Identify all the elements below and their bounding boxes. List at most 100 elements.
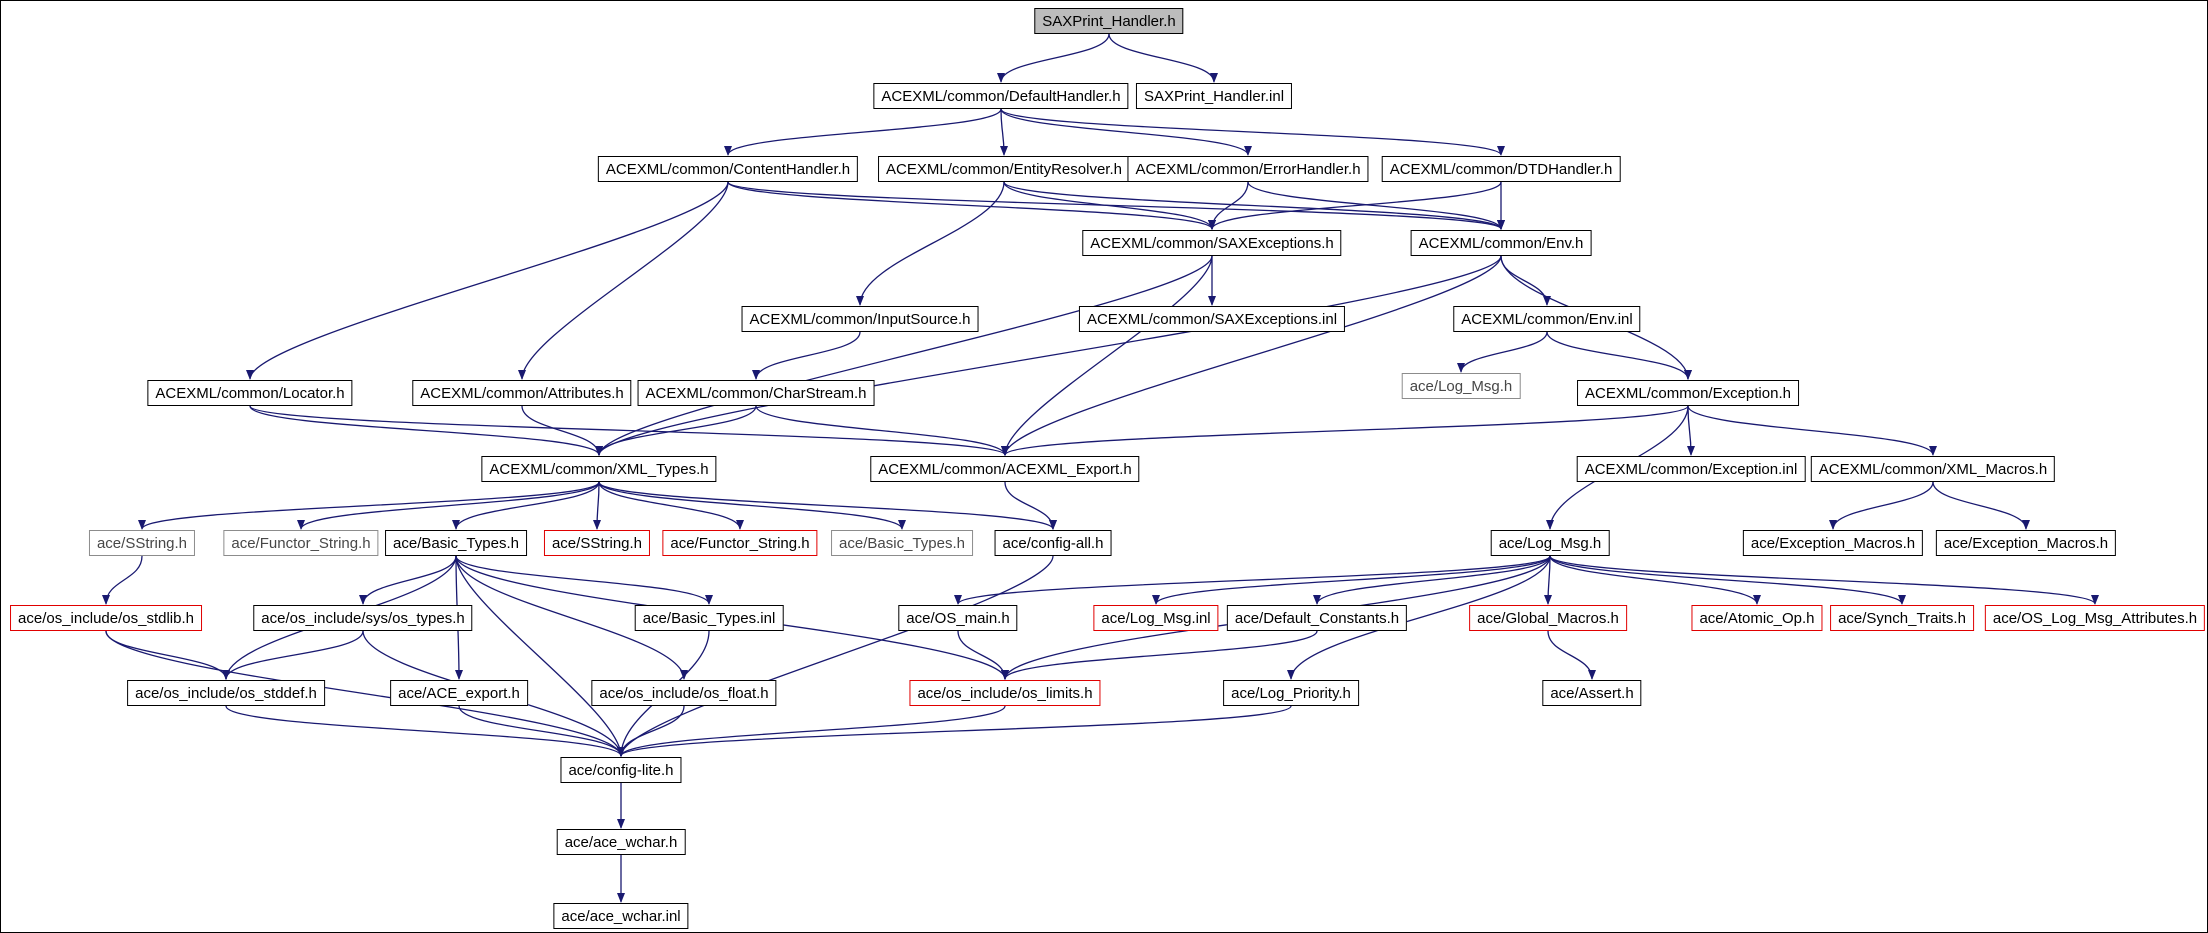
graph-edge (1001, 255, 1502, 456)
graph-edge (455, 555, 625, 757)
graph-edge (954, 555, 1551, 605)
graph-edge (997, 33, 1110, 83)
graph-edge (1829, 481, 1934, 530)
graph-node-ace-wchar-inl[interactable]: ace/ace_wchar.inl (553, 903, 689, 929)
graph-node-entity-resolver-h[interactable]: ACEXML/common/EntityResolver.h (878, 156, 1130, 182)
graph-edge (1500, 255, 1551, 306)
graph-node-error-handler-h[interactable]: ACEXML/common/ErrorHandler.h (1127, 156, 1369, 182)
graph-node-config-all-h[interactable]: ace/config-all.h (994, 530, 1112, 556)
graph-node-os-limits-h[interactable]: ace/os_include/os_limits.h (909, 680, 1101, 706)
graph-edge (957, 630, 1009, 680)
graph-node-exception-macros-h-1[interactable]: ace/Exception_Macros.h (1742, 530, 1924, 556)
graph-node-exception-inl[interactable]: ACEXML/common/Exception.inl (1576, 456, 1806, 482)
graph-edge (593, 481, 602, 530)
graph-node-acexml-export-h[interactable]: ACEXML/common/ACEXML_Export.h (870, 456, 1140, 482)
graph-edge (1547, 630, 1596, 680)
graph-node-log-priority-h[interactable]: ace/Log_Priority.h (1223, 680, 1359, 706)
graph-edge (1152, 555, 1551, 605)
graph-edge (518, 181, 729, 380)
graph-node-basic-types-h-2[interactable]: ace/Basic_Types.h (831, 530, 973, 556)
graph-edge (1549, 555, 1761, 605)
graph-node-saxprint-handler-h[interactable]: SAXPrint_Handler.h (1034, 8, 1184, 34)
graph-edge (598, 481, 744, 530)
graph-edge (595, 405, 757, 456)
graph-node-exception-h[interactable]: ACEXML/common/Exception.h (1577, 380, 1799, 406)
graph-node-ace-wchar-h[interactable]: ace/ace_wchar.h (556, 829, 686, 855)
graph-edge (727, 181, 1505, 230)
graph-node-synch-traits-h[interactable]: ace/Synch_Traits.h (1830, 605, 1974, 631)
graph-edge (1549, 555, 1906, 605)
graph-node-ace-export-h[interactable]: ace/ACE_export.h (390, 680, 528, 706)
graph-node-os-log-msg-attributes-h[interactable]: ace/OS_Log_Msg_Attributes.h (1984, 605, 2206, 631)
graph-node-functor-string-h-2[interactable]: ace/Functor_String.h (662, 530, 818, 556)
graph-node-content-handler-h[interactable]: ACEXML/common/ContentHandler.h (597, 156, 859, 182)
graph-edge (1108, 33, 1218, 83)
graph-edge (458, 705, 625, 757)
graph-edge (222, 630, 364, 680)
graph-node-attributes-h[interactable]: ACEXML/common/Attributes.h (412, 380, 632, 406)
graph-edge (1208, 181, 1502, 230)
graph-node-sax-exceptions-inl[interactable]: ACEXML/common/SAXExceptions.inl (1078, 306, 1346, 332)
graph-node-sstring-h-1[interactable]: ace/SString.h (88, 530, 196, 556)
graph-node-dtd-handler-h[interactable]: ACEXML/common/DTDHandler.h (1381, 156, 1621, 182)
graph-node-sys-os-types-h[interactable]: ace/os_include/sys/os_types.h (253, 605, 473, 631)
graph-node-env-inl[interactable]: ACEXML/common/Env.inl (1453, 306, 1641, 332)
graph-node-global-macros-h[interactable]: ace/Global_Macros.h (1469, 605, 1627, 631)
graph-edge (595, 255, 1502, 456)
graph-edge (249, 405, 1009, 456)
graph-node-basic-types-inl[interactable]: ace/Basic_Types.inl (634, 605, 784, 631)
graph-node-default-handler-h[interactable]: ACEXML/common/DefaultHandler.h (873, 83, 1129, 109)
graph-node-log-msg-h-2[interactable]: ace/Log_Msg.h (1490, 530, 1610, 556)
graph-edge (755, 405, 1009, 456)
graph-edge (1313, 555, 1551, 605)
graph-node-xml-types-h[interactable]: ACEXML/common/XML_Types.h (481, 456, 717, 482)
graph-node-xml-macros-h[interactable]: ACEXML/common/XML_Macros.h (1810, 456, 2056, 482)
graph-edge (617, 555, 1054, 757)
graph-edge (598, 481, 906, 530)
edge-group (102, 33, 2099, 903)
graph-node-basic-types-h-1[interactable]: ace/Basic_Types.h (385, 530, 527, 556)
graph-edge (1001, 630, 1318, 680)
graph-edge (1457, 331, 1548, 373)
graph-node-saxprint-handler-inl[interactable]: SAXPrint_Handler.inl (1135, 83, 1293, 109)
graph-node-default-constants-h[interactable]: ace/Default_Constants.h (1226, 605, 1408, 631)
graph-edge (359, 555, 457, 605)
graph-node-env-h[interactable]: ACEXML/common/Env.h (1410, 230, 1592, 256)
graph-node-config-lite-h[interactable]: ace/config-lite.h (560, 757, 682, 783)
graph-edge (1004, 481, 1057, 530)
graph-edge (999, 108, 1008, 156)
graph-node-functor-string-h-1[interactable]: ace/Functor_String.h (223, 530, 379, 556)
graph-node-os-float-h[interactable]: ace/os_include/os_float.h (591, 680, 777, 706)
graph-node-atomic-op-h[interactable]: ace/Atomic_Op.h (1691, 605, 1823, 631)
graph-edge (102, 555, 143, 605)
graph-edge (455, 555, 713, 605)
graph-edge (856, 181, 1005, 306)
graph-node-log-msg-inl[interactable]: ace/Log_Msg.inl (1093, 605, 1219, 631)
graph-node-input-source-h[interactable]: ACEXML/common/InputSource.h (741, 306, 979, 332)
graph-node-locator-h[interactable]: ACEXML/common/Locator.h (147, 380, 353, 406)
graph-edge (1686, 405, 1695, 456)
graph-node-os-stdlib-h[interactable]: ace/os_include/os_stdlib.h (10, 605, 202, 631)
graph-node-exception-macros-h-2[interactable]: ace/Exception_Macros.h (1935, 530, 2117, 556)
graph-node-assert-h[interactable]: ace/Assert.h (1542, 680, 1642, 706)
graph-node-os-stddef-h[interactable]: ace/os_include/os_stddef.h (127, 680, 325, 706)
graph-edge (727, 181, 1216, 230)
graph-node-sstring-h-2[interactable]: ace/SString.h (543, 530, 651, 556)
graph-edge (617, 705, 685, 757)
graph-node-os-main-h[interactable]: ace/OS_main.h (898, 605, 1018, 631)
graph-edge (752, 331, 861, 380)
graph-edge (455, 555, 688, 680)
graph-edge (617, 705, 1292, 757)
graph-edge (1000, 108, 1252, 156)
graph-node-char-stream-h[interactable]: ACEXML/common/CharStream.h (637, 380, 875, 406)
graph-edge (1247, 181, 1505, 230)
graph-edge (1687, 405, 1937, 456)
graph-edge (1001, 255, 1213, 456)
graph-edge (246, 181, 729, 380)
graph-edge (595, 255, 1213, 456)
graph-edge (1287, 555, 1551, 680)
graph-node-log-msg-h-1[interactable]: ace/Log_Msg.h (1401, 373, 1521, 399)
graph-node-sax-exceptions-h[interactable]: ACEXML/common/SAXExceptions.h (1082, 230, 1342, 256)
graph-edge (1003, 181, 1505, 230)
